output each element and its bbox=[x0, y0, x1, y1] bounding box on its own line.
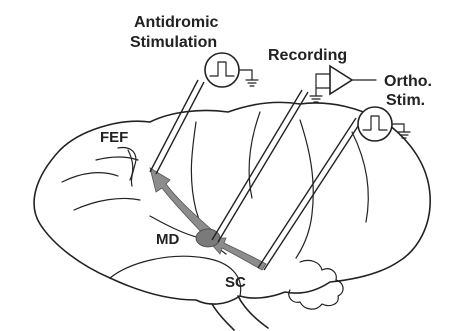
amplifier-triangle-icon bbox=[310, 66, 376, 102]
md-label: MD bbox=[156, 231, 179, 248]
recording-label: Recording bbox=[268, 47, 347, 64]
antidromic-electrode bbox=[150, 80, 198, 172]
square-pulse-stimulator-icon bbox=[205, 53, 258, 87]
antidromic-label-line2: Stimulation bbox=[130, 34, 217, 51]
pathways bbox=[150, 168, 266, 270]
ortho-label-line1: Ortho. bbox=[384, 73, 432, 90]
fef-region bbox=[118, 148, 136, 187]
antidromic-label-line1: Antidromic bbox=[134, 14, 219, 31]
sc-label: SC bbox=[225, 274, 246, 291]
recording-electrode bbox=[212, 90, 302, 240]
ortho-electrode bbox=[258, 118, 356, 268]
ortho-label-line2: Stim. bbox=[386, 92, 425, 109]
md-to-fef-pathway bbox=[150, 168, 212, 236]
fef-label: FEF bbox=[100, 129, 128, 146]
electrodes bbox=[150, 80, 362, 270]
